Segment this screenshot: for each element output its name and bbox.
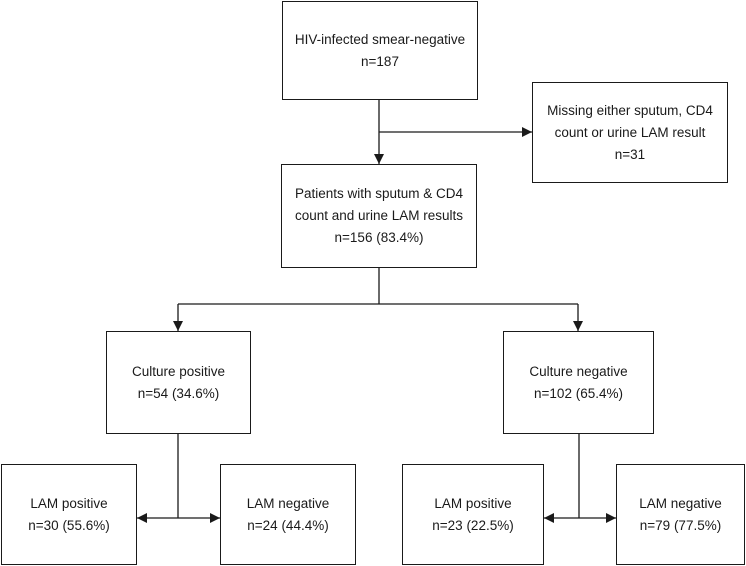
- excluded-label-line-2: count or urine LAM result: [554, 124, 706, 140]
- culture-positive-box: Culture positive n=54 (34.6%): [106, 331, 251, 434]
- cn-lam-positive-label: LAM positive: [434, 495, 512, 511]
- excluded-count: n=31: [614, 146, 646, 162]
- culture-negative-count: n=102 (65.4%): [534, 385, 623, 401]
- culture-positive-label: Culture positive: [131, 363, 226, 379]
- cp-lam-positive-box: LAM positive n=30 (55.6%): [1, 464, 137, 565]
- cp-lam-negative-box: LAM negative n=24 (44.4%): [220, 464, 356, 565]
- excluded-label-line-1: Missing either sputum, CD4: [547, 102, 713, 118]
- culture-negative-label: Culture negative: [529, 363, 628, 379]
- cp-lam-negative-count: n=24 (44.4%): [247, 517, 329, 533]
- included-label-line-1: Patients with sputum & CD4: [294, 186, 464, 201]
- included-label-line-2: count and urine LAM results: [294, 208, 464, 223]
- cp-lam-positive-label: LAM positive: [30, 495, 108, 511]
- excluded-box: Missing either sputum, CD4 count or urin…: [532, 82, 728, 183]
- included-box: Patients with sputum & CD4 count and uri…: [281, 164, 477, 268]
- cn-lam-positive-count: n=23 (22.5%): [432, 517, 514, 533]
- cp-lam-negative-label: LAM negative: [246, 495, 330, 511]
- root-count: n=187: [361, 53, 399, 69]
- root-label: HIV-infected smear-negative: [294, 31, 466, 47]
- culture-positive-count: n=54 (34.6%): [137, 385, 220, 401]
- cn-lam-negative-box: LAM negative n=79 (77.5%): [616, 464, 745, 565]
- cp-lam-positive-count: n=30 (55.6%): [28, 517, 110, 533]
- cn-lam-negative-label: LAM negative: [639, 495, 722, 511]
- included-count: n=156 (83.4%): [334, 230, 424, 245]
- culture-negative-box: Culture negative n=102 (65.4%): [503, 331, 654, 434]
- cn-lam-negative-count: n=79 (77.5%): [639, 517, 722, 533]
- cn-lam-positive-box: LAM positive n=23 (22.5%): [402, 464, 544, 565]
- included-split-connector: [178, 268, 578, 305]
- root-box: HIV-infected smear-negative n=187: [282, 1, 478, 100]
